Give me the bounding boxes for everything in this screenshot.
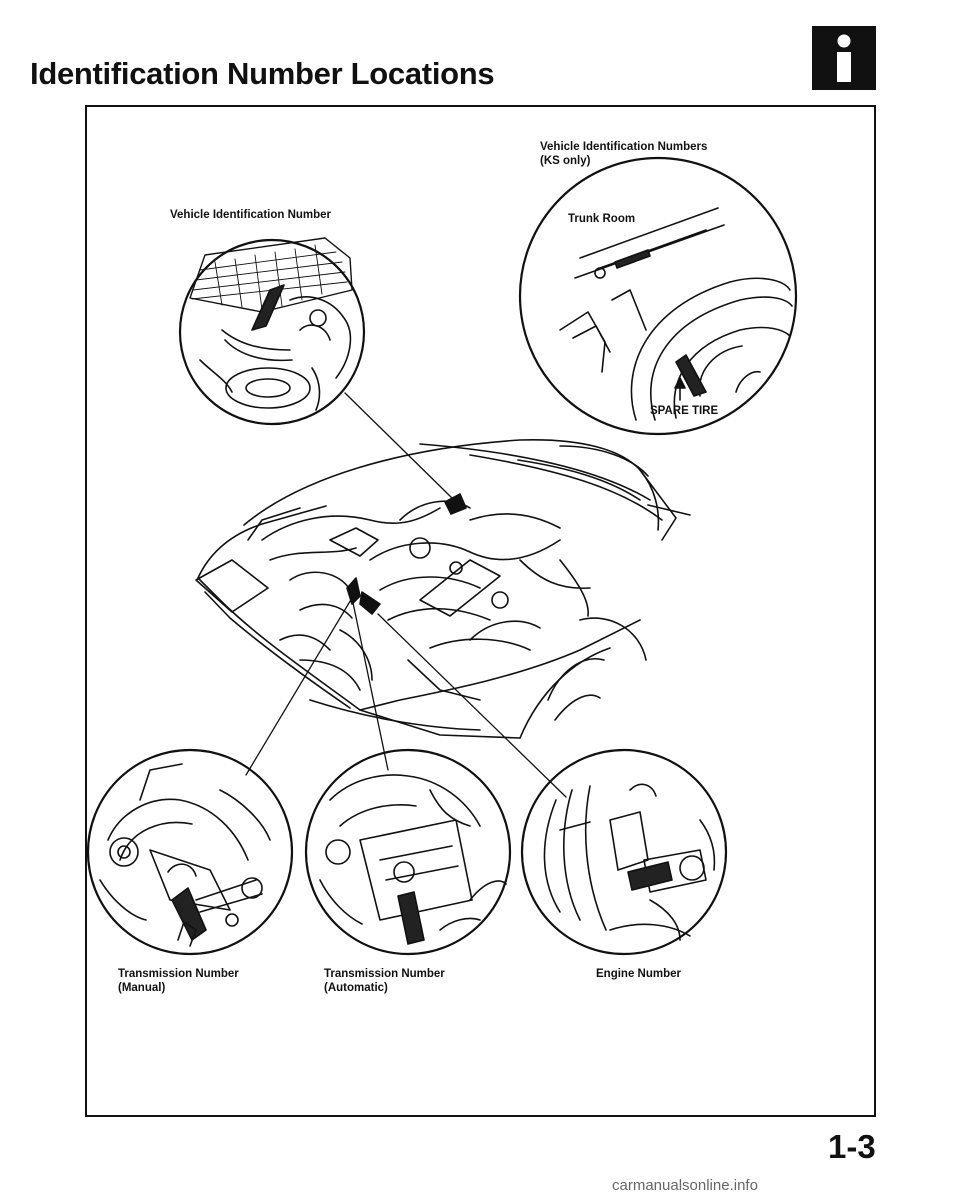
caption-vin-ks-line1: Vehicle Identification Numbers (540, 141, 708, 153)
detail-circle-trans-auto (304, 748, 512, 956)
caption-vin: Vehicle Identification Number (170, 209, 332, 221)
caption-spare-tire: SPARE TIRE (650, 405, 719, 417)
caption-trans-manual-line2: (Manual) (118, 982, 166, 994)
caption-trans-manual: Transmission Number (Manual) (118, 967, 239, 995)
page-title: Identification Number Locations (30, 56, 495, 91)
detail-circle-trans-manual (86, 748, 294, 956)
page-number: 1-3 (828, 1128, 876, 1165)
caption-trunk-room: Trunk Room (568, 213, 636, 225)
caption-trans-auto-line1: Transmission Number (324, 968, 445, 980)
illustration-frame (85, 105, 876, 1117)
caption-vin-ks-line2: (KS only) (540, 155, 591, 167)
caption-trans-auto: Transmission Number (Automatic) (324, 967, 445, 995)
caption-vin-ks: Vehicle Identification Numbers (KS only) (540, 140, 707, 168)
leader-lines (245, 392, 567, 798)
info-icon (812, 26, 876, 90)
caption-trans-auto-line2: (Automatic) (324, 982, 388, 994)
caption-trans-manual-line1: Transmission Number (118, 968, 239, 980)
detail-circle-vin (178, 237, 366, 426)
info-icon-glyph (837, 34, 851, 82)
caption-engine: Engine Number (596, 968, 681, 980)
detail-circle-engine (520, 748, 728, 956)
car-illustration (195, 438, 691, 739)
footer-url[interactable]: carmanualsonline.info (612, 1177, 758, 1194)
detail-circle-trunk (518, 156, 798, 436)
